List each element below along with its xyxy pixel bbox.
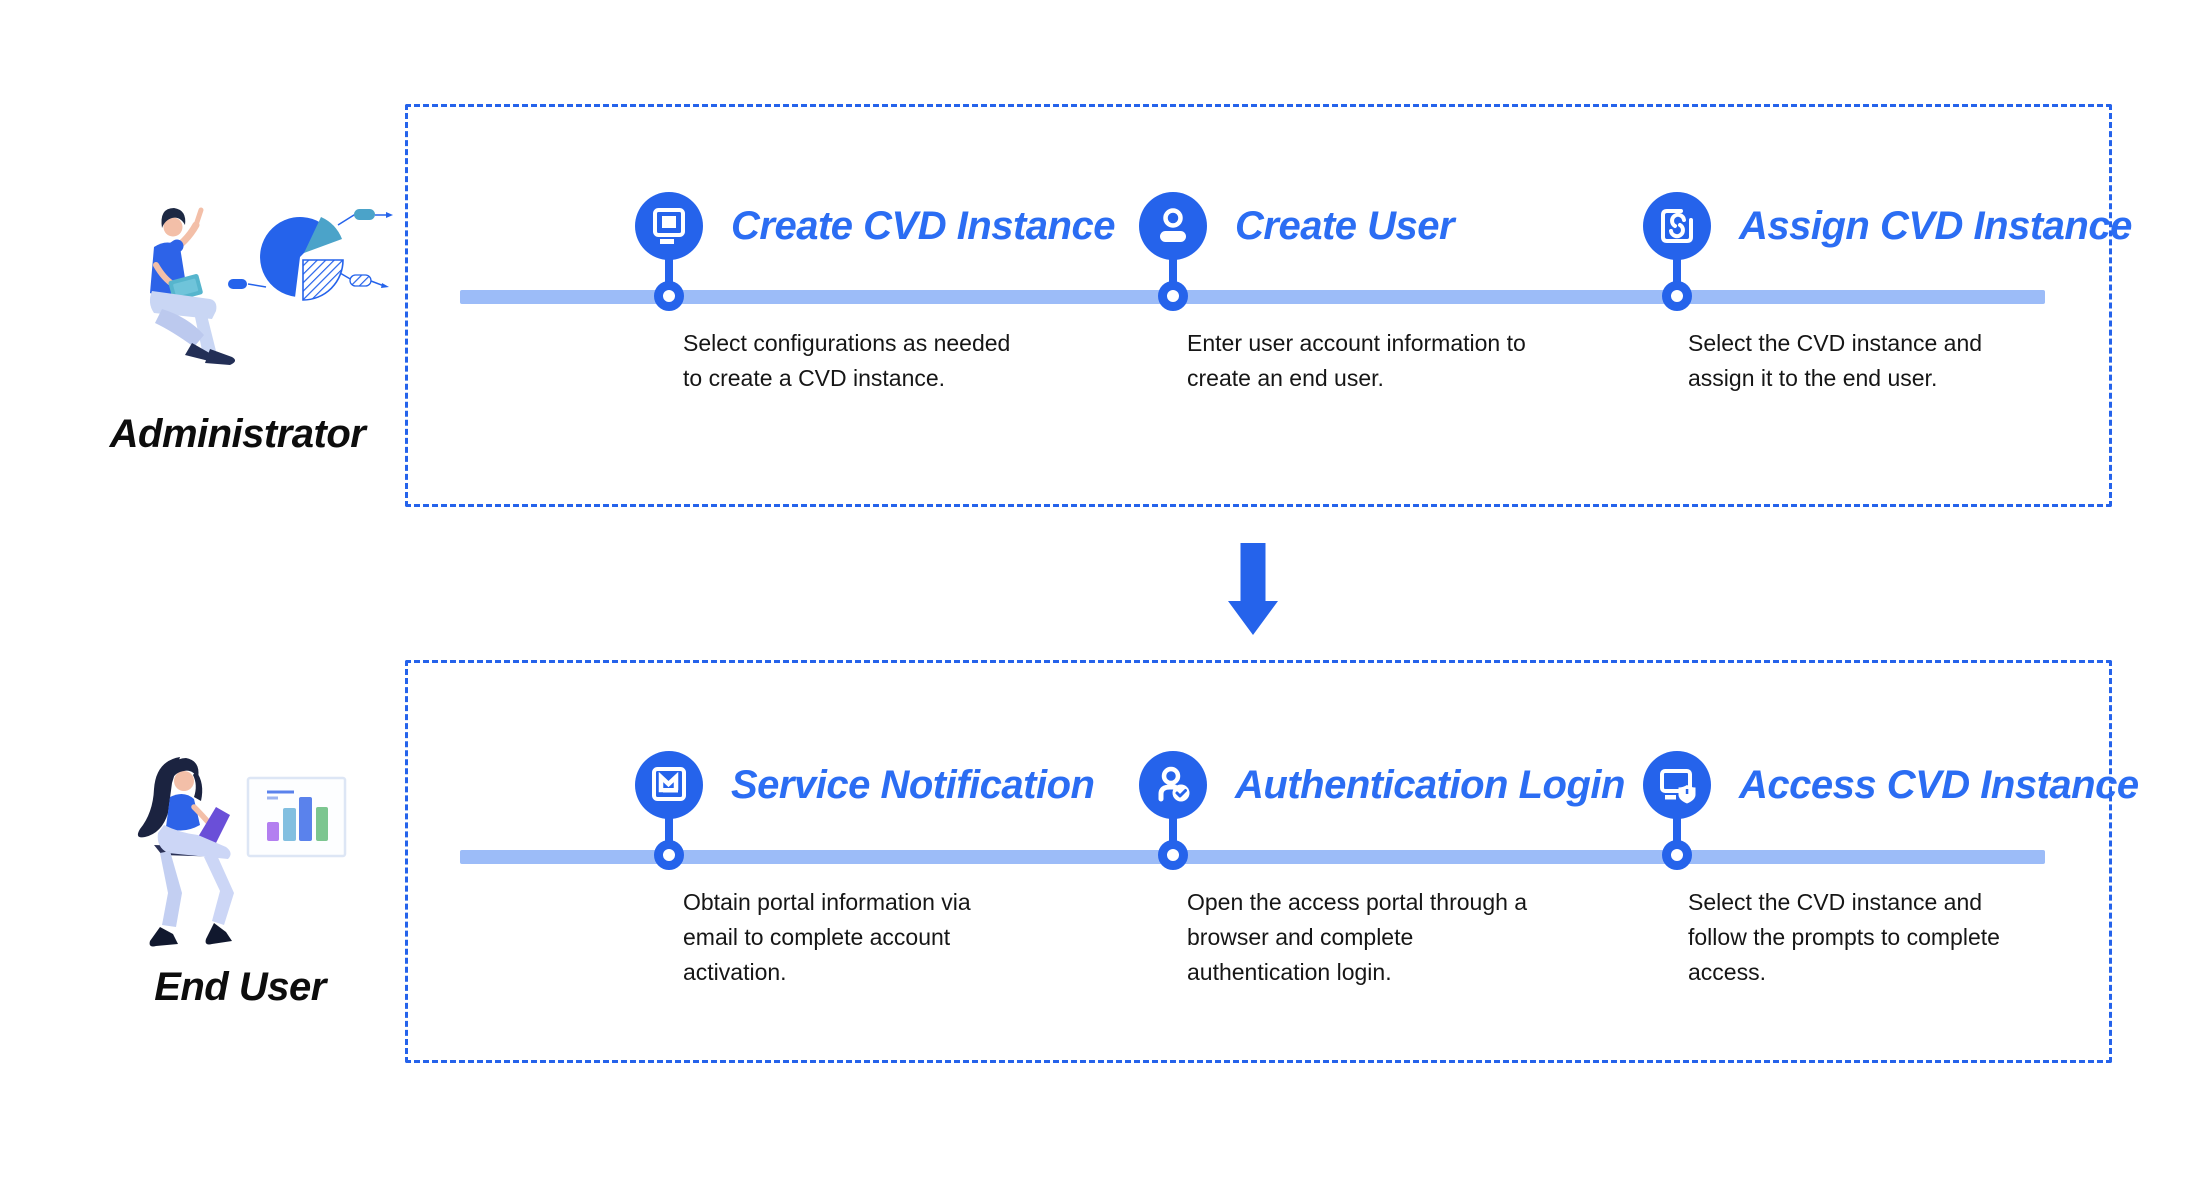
- step-description: Select the CVD instance and follow the p…: [1688, 889, 2000, 985]
- step-title: Create User: [1235, 203, 1455, 248]
- step-title: Assign CVD Instance: [1739, 203, 2132, 248]
- mail-icon: [652, 767, 686, 801]
- timeline-node: [1158, 840, 1188, 870]
- timeline-node: [1158, 281, 1188, 311]
- step-create-user: Create User Enter user account informati…: [1139, 192, 1619, 492]
- step-authentication-login: Authentication Login Open the access por…: [1139, 751, 1625, 1051]
- step-title: Authentication Login: [1235, 762, 1625, 807]
- step-title: Access CVD Instance: [1739, 762, 2139, 807]
- step-stem: [665, 254, 673, 286]
- step-stem: [1673, 813, 1681, 845]
- administrator-lane-box: [405, 104, 2112, 507]
- step-badge: [1643, 751, 1711, 819]
- step-service-notification: Service Notification Obtain portal infor…: [635, 751, 1115, 1051]
- step-badge: [1139, 751, 1207, 819]
- timeline-node: [1662, 840, 1692, 870]
- step-create-cvd-instance: Create CVD Instance Select configuration…: [635, 192, 1115, 492]
- assign-link-icon: [1661, 209, 1693, 243]
- administrator-label: Administrator: [109, 412, 366, 456]
- step-badge: [1139, 192, 1207, 260]
- timeline-node: [654, 840, 684, 870]
- step-title: Create CVD Instance: [731, 203, 1115, 248]
- step-stem: [1169, 254, 1177, 286]
- administrator-illustration: [149, 207, 393, 365]
- step-stem: [1169, 813, 1177, 845]
- administrator-timeline: [460, 290, 2045, 304]
- step-description: Enter user account information to create…: [1187, 330, 1526, 391]
- step-badge: [1643, 192, 1711, 260]
- user-icon: [1160, 208, 1186, 242]
- step-stem: [1673, 254, 1681, 286]
- bar-chart-card-graphic: [246, 776, 347, 858]
- arrow-down-icon: [1228, 543, 1278, 635]
- end-user-illustration: [137, 757, 347, 947]
- end-user-lane-box: [405, 660, 2112, 1063]
- monitor-icon: [653, 208, 685, 244]
- step-badge: [635, 751, 703, 819]
- step-description: Select configurations as needed to creat…: [683, 330, 1011, 391]
- administrator-person: [149, 207, 236, 365]
- step-stem: [665, 813, 673, 845]
- step-access-cvd-instance: Access CVD Instance Select the CVD insta…: [1643, 751, 2139, 1051]
- timeline-node: [1662, 281, 1692, 311]
- step-title: Service Notification: [731, 762, 1095, 807]
- step-description: Obtain portal information via email to c…: [683, 889, 971, 985]
- pie-chart-graphic: [228, 209, 393, 301]
- step-description: Select the CVD instance and assign it to…: [1688, 330, 1983, 391]
- step-description: Open the access portal through a browser…: [1187, 889, 1528, 985]
- end-user-timeline: [460, 850, 2045, 864]
- monitor-shield-icon: [1660, 769, 1696, 804]
- timeline-node: [654, 281, 684, 311]
- user-check-icon: [1158, 766, 1190, 802]
- step-assign-cvd-instance: Assign CVD Instance Select the CVD insta…: [1643, 192, 2132, 492]
- end-user-label: End User: [154, 965, 326, 1009]
- end-user-person: [137, 757, 234, 947]
- step-badge: [635, 192, 703, 260]
